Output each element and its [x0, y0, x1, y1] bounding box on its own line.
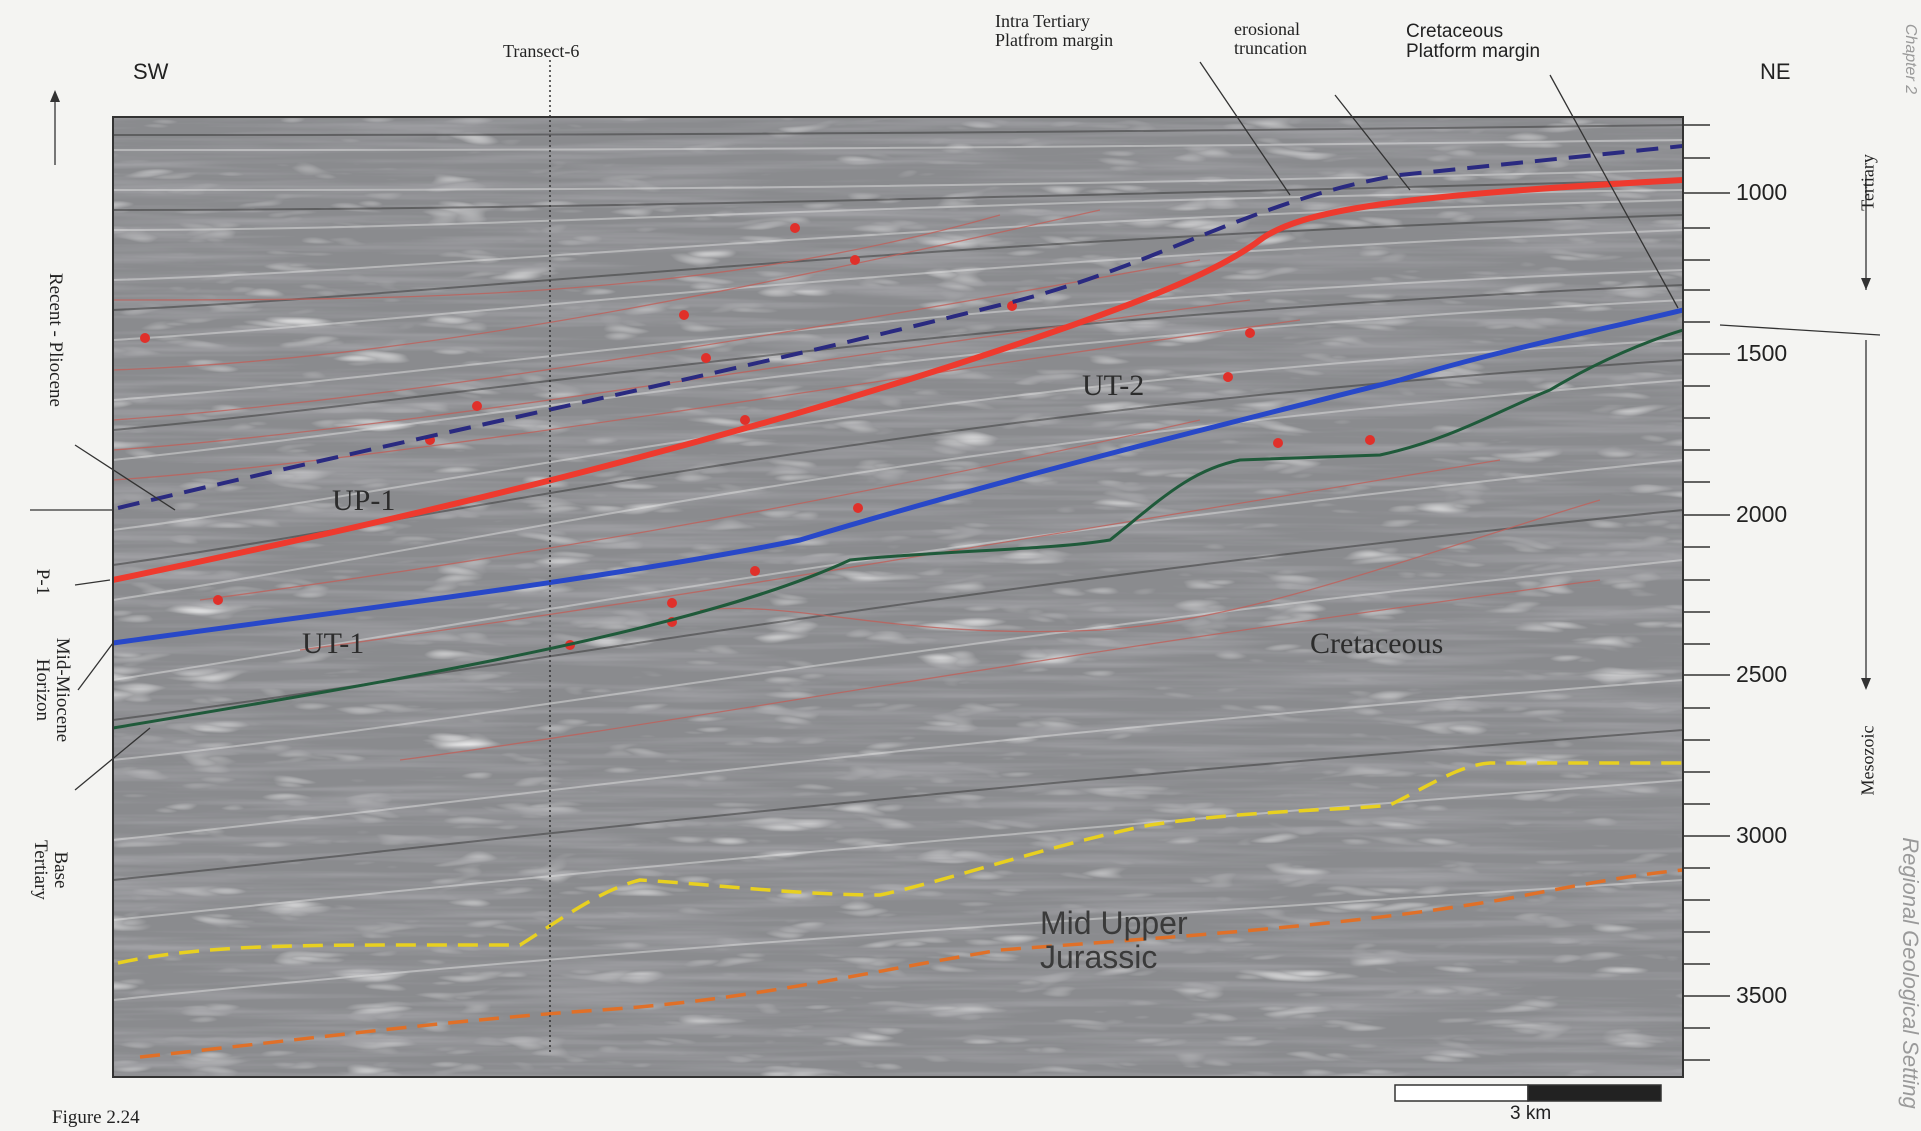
- section-margin-label: Regional Geological Setting: [1898, 837, 1921, 1109]
- ut2-label: UT-2: [1082, 369, 1145, 402]
- mesozoic-era-label: Mesozoic: [1857, 725, 1878, 796]
- tertiary-era-label: Tertiary: [1857, 154, 1878, 211]
- depth-tick-2500: 2500: [1736, 661, 1788, 687]
- base-tertiary-label: Base Tertiary: [30, 840, 71, 900]
- mid-miocene-label: Mid-Miocene Horizon: [32, 637, 73, 743]
- depth-tick-1500: 1500: [1736, 340, 1788, 366]
- sw-label: SW: [133, 59, 169, 84]
- scale-bar-black: [1527, 1084, 1662, 1102]
- ne-label: NE: [1760, 59, 1791, 84]
- cretaceous-margin-label: Cretaceous Platform margin: [1406, 21, 1541, 62]
- depth-tick-3000: 3000: [1736, 822, 1788, 848]
- intra-tertiary-label: Intra Tertiary Platfrom margin: [995, 11, 1114, 50]
- erosional-truncation-label: erosional truncation: [1234, 19, 1307, 58]
- p1-label: P-1: [31, 568, 53, 596]
- transect-label: Transect-6: [503, 41, 580, 61]
- up1-label: UP-1: [332, 484, 396, 517]
- scale-bar-label: 3 km: [1510, 1103, 1552, 1124]
- scale-bar-white: [1394, 1084, 1529, 1102]
- ut1-label: UT-1: [302, 627, 365, 660]
- cretaceous-label: Cretaceous: [1310, 627, 1444, 660]
- depth-tick-3500: 3500: [1736, 982, 1788, 1008]
- jurassic-label: Mid Upper Jurassic: [1040, 905, 1188, 975]
- chapter-margin-label: Chapter 2: [1902, 23, 1919, 95]
- recent-pliocene-label: Recent - Pliocene: [44, 272, 66, 407]
- depth-tick-2000: 2000: [1736, 501, 1788, 527]
- depth-tick-1000: 1000: [1736, 179, 1788, 205]
- figure-caption: Figure 2.24: [52, 1107, 140, 1128]
